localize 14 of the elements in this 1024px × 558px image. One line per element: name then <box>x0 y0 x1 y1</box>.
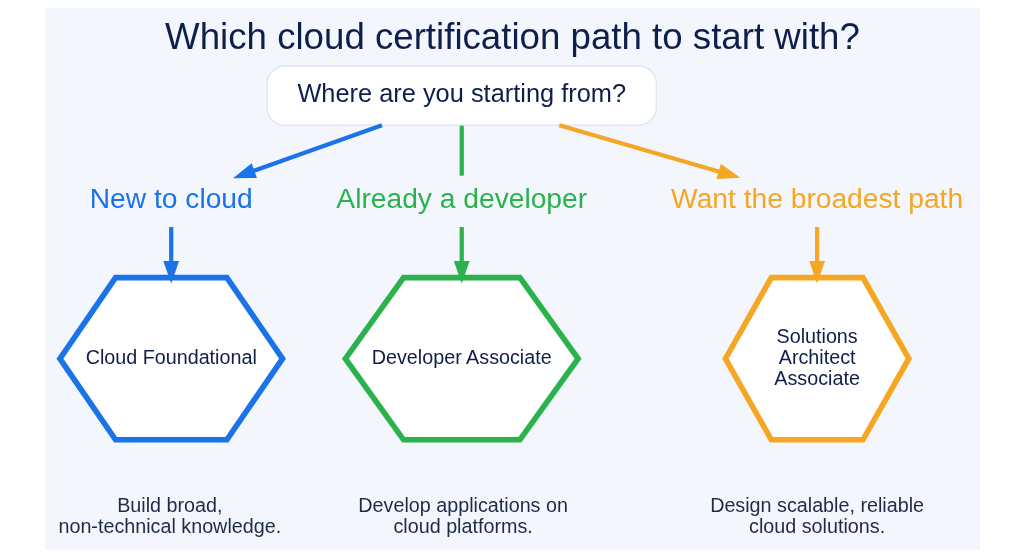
node-text: New to cloud <box>89 182 253 215</box>
node-text: Want the broadest path <box>670 182 963 215</box>
connector <box>459 125 464 176</box>
arrow <box>162 227 179 284</box>
node-box: Where are you starting from? <box>265 65 657 126</box>
diagram-title: Which cloud certification path to start with? <box>164 15 860 57</box>
node-label: Design scalable, reliable cloud solutions. <box>709 493 924 538</box>
arrow <box>808 227 825 284</box>
arrow <box>232 123 383 179</box>
node-text: Already a developer <box>335 182 587 215</box>
arrow <box>558 123 740 180</box>
node-label: Develop applications on cloud platforms. <box>357 493 568 538</box>
arrow <box>453 227 470 284</box>
node-label: Build broad, non-technical knowledge. <box>57 493 281 538</box>
